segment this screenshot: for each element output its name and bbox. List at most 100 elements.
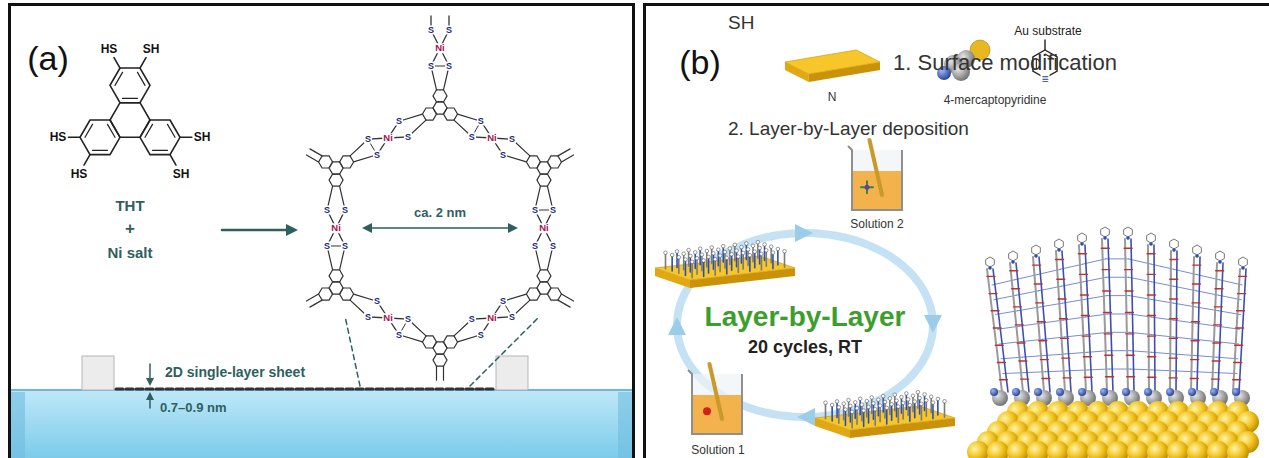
surface-molecule <box>884 402 886 418</box>
thiol-group: HS <box>100 43 119 55</box>
nitrogen-atom <box>1172 248 1176 252</box>
surface-molecule <box>897 407 899 423</box>
metal-node <box>1236 327 1244 328</box>
benzene-ring <box>340 156 354 168</box>
sulfur-atom: S <box>427 62 435 71</box>
gold-atom <box>987 441 1009 458</box>
metal-node <box>1080 294 1088 295</box>
metal-node <box>1212 360 1220 361</box>
metal-node <box>1033 264 1041 265</box>
molecule-end <box>751 244 755 248</box>
molecule-end <box>849 404 853 408</box>
pillar-chain <box>993 269 1008 392</box>
metal-node <box>1036 302 1044 303</box>
pyridine-ring <box>1239 257 1248 267</box>
metal-node <box>1039 340 1047 341</box>
metal-node <box>1147 315 1155 316</box>
molecule-end <box>895 399 899 403</box>
nickel-atom: Ni <box>486 133 498 143</box>
surface-molecule <box>765 250 767 266</box>
molecule-end <box>723 250 727 254</box>
sulfur-atom: S <box>477 117 485 126</box>
atom-label: Au substrate <box>1013 25 1082 37</box>
molecule-end <box>872 402 876 406</box>
surface-molecule <box>924 394 926 410</box>
molecule-end <box>865 399 869 403</box>
thickness-arrow <box>149 364 151 378</box>
sulfur-atom: S <box>445 62 453 71</box>
sulfur-atom: S <box>364 312 372 321</box>
surface-molecule <box>896 401 898 417</box>
pillar-chain <box>1154 245 1155 392</box>
metal-node <box>1010 270 1018 271</box>
nitrogen-atom <box>1103 236 1107 240</box>
anchor-molecule <box>990 388 998 396</box>
gold-atom <box>1207 441 1229 458</box>
atom-label: ≡ <box>1040 73 1049 85</box>
molecule-end <box>705 249 709 253</box>
molecule-end <box>741 251 745 255</box>
reagent-name: Ni salt <box>107 245 152 260</box>
anchor-molecule <box>1034 388 1042 396</box>
metal-node <box>1104 333 1112 334</box>
benzene-ring <box>423 108 437 120</box>
molecule-end <box>853 401 857 405</box>
molecule-end <box>737 255 741 259</box>
molecule-end <box>748 253 752 257</box>
surface-molecule <box>699 249 701 265</box>
surface-molecule <box>746 243 748 259</box>
molecule-end <box>684 258 688 262</box>
molecule-end <box>943 399 947 403</box>
surface-molecule <box>909 405 911 421</box>
sulfur-atom: S <box>508 312 516 321</box>
pillar-chain <box>1148 245 1149 392</box>
metal-ion <box>865 185 870 190</box>
molecule-end <box>918 396 922 400</box>
nitrogen-atom <box>1057 248 1061 252</box>
molecule-end <box>763 243 767 247</box>
metal-node <box>1234 362 1242 363</box>
metal-node <box>1101 247 1109 248</box>
metal-node <box>1170 318 1178 319</box>
molecule-end <box>675 250 679 254</box>
pillar-chain <box>1239 269 1246 392</box>
double-bond <box>145 124 153 137</box>
metal-node <box>1126 333 1134 334</box>
surface-molecule <box>836 401 838 417</box>
sulfur-atom: S <box>404 132 412 141</box>
surface-molecule <box>685 260 687 276</box>
benzene-ring <box>537 174 551 186</box>
pillar-chain <box>1010 263 1023 392</box>
surface-molecule <box>868 407 870 423</box>
ni-network <box>306 16 573 380</box>
pillar-chain <box>1016 263 1029 392</box>
molecule-end <box>877 398 881 402</box>
surface-molecule <box>919 398 921 414</box>
metal-node <box>1170 298 1178 299</box>
pillar-chain <box>1233 269 1240 392</box>
surface-molecule <box>772 253 774 269</box>
surface-molecule <box>737 257 739 273</box>
benzene-ring <box>319 156 333 168</box>
panel-a-illustration <box>11 16 632 458</box>
metal-node <box>1017 342 1025 343</box>
gold-atom <box>1027 441 1049 458</box>
metal-node <box>1170 259 1178 260</box>
molecule-end <box>718 254 722 258</box>
metal-node <box>1127 376 1135 377</box>
sulfur-atom: S <box>404 315 412 324</box>
metal-node <box>1021 378 1029 379</box>
nitrogen-atom <box>1080 242 1084 246</box>
molecule-end <box>890 402 894 406</box>
gold-atom <box>1067 441 1089 458</box>
surface-molecule <box>914 402 916 418</box>
double-bond <box>115 72 123 85</box>
dipped-substrate <box>710 364 723 419</box>
surface-molecule <box>863 411 865 427</box>
metal-node <box>1012 288 1020 289</box>
surface-molecule <box>694 252 696 268</box>
arrow-head <box>924 315 942 333</box>
molecule-end <box>677 255 681 259</box>
pyridine-ring <box>1147 233 1156 243</box>
sulfur-atom: S <box>549 242 557 251</box>
